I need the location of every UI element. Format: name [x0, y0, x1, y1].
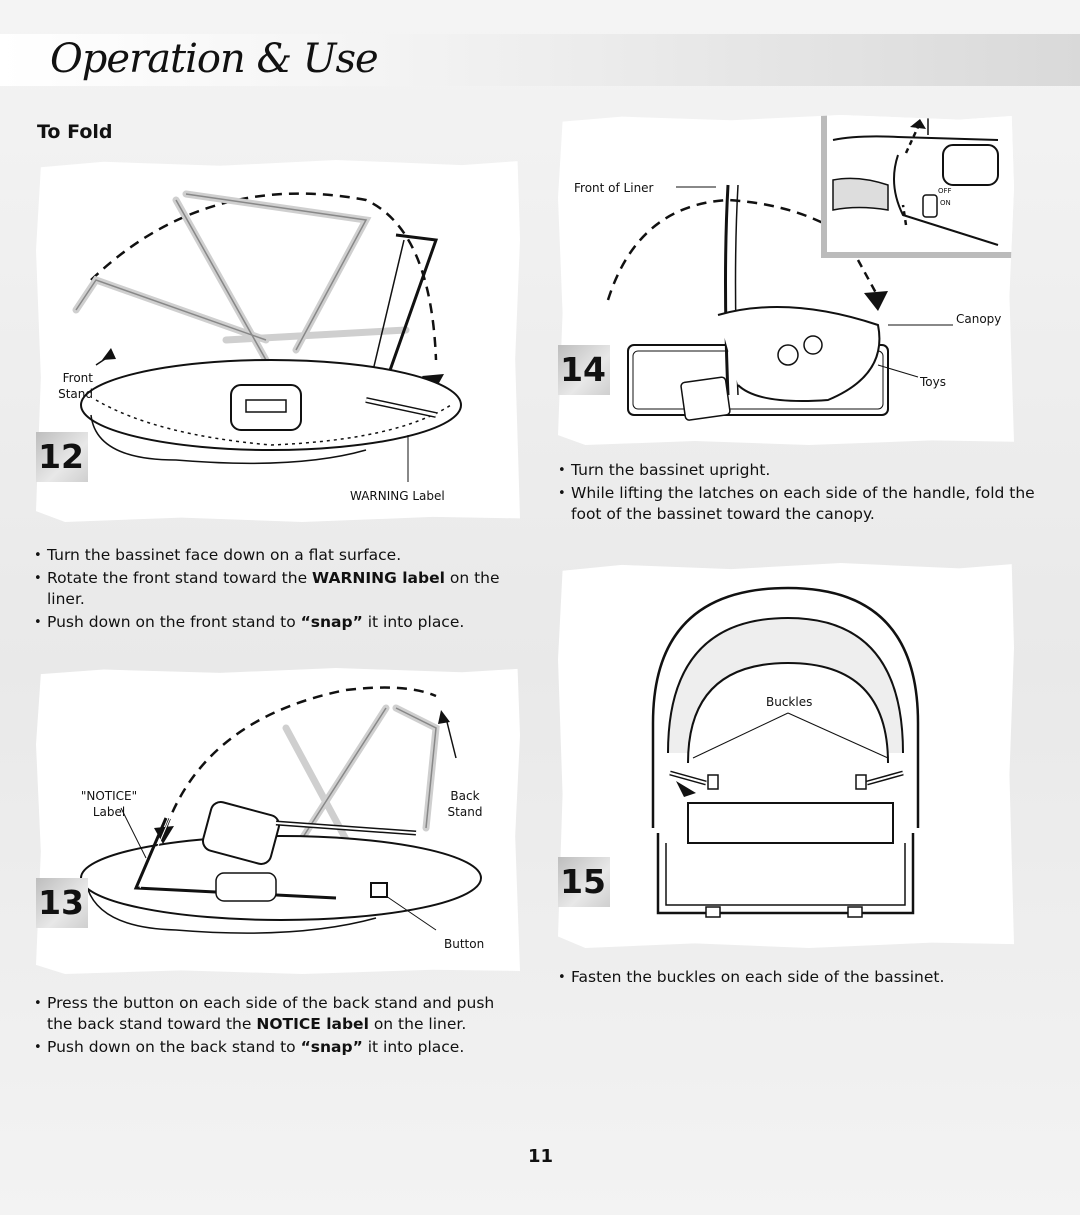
back-stand-label-line2: Stand	[447, 805, 483, 819]
instruction-item: Rotate the front stand toward the WARNIN…	[32, 568, 502, 610]
notice-label-line1: "NOTICE"	[80, 789, 138, 803]
instruction-item: Press the button on each side of the bac…	[32, 993, 512, 1035]
instruction-item: While lifting the latches on each side o…	[556, 483, 1046, 525]
instruction-text: Turn the bassinet upright.	[571, 461, 771, 479]
instruction-item: Push down on the back stand to “snap” it…	[32, 1037, 512, 1058]
on-switch-label: ON	[940, 199, 951, 207]
button-label-callout: Button	[444, 937, 485, 951]
page-title: Operation & Use	[50, 36, 379, 82]
instruction-item: Turn the bassinet upright.	[556, 460, 1046, 481]
instruction-item: Fasten the buckles on each side of the b…	[556, 967, 1046, 988]
step-15-instructions: Fasten the buckles on each side of the b…	[556, 967, 1046, 990]
instruction-emphasis: “snap”	[300, 613, 363, 631]
notice-label-line2: Label	[92, 805, 126, 819]
step-12-instructions: Turn the bassinet face down on a flat su…	[32, 545, 502, 635]
instruction-item: Push down on the front stand to “snap” i…	[32, 612, 502, 633]
instruction-item: Turn the bassinet face down on a flat su…	[32, 545, 502, 566]
step-number-14: 14	[558, 345, 610, 395]
front-stand-label: Front Stand	[55, 370, 93, 402]
step-13-illustration-panel: "NOTICE" Label Back Stand Button	[36, 668, 520, 974]
instruction-text: While lifting the latches on each side o…	[571, 484, 1035, 523]
instruction-text: Turn the bassinet face down on a flat su…	[47, 546, 402, 564]
instruction-text: on the liner.	[368, 1015, 467, 1033]
step-14-illustration-panel: Front of Liner Canopy Toys OFF ON	[558, 115, 1014, 445]
instruction-text: it into place.	[362, 613, 465, 631]
step-number-12: 12	[36, 432, 88, 482]
toys-label: Toys	[920, 375, 946, 389]
instruction-text: Push down on the back stand to	[47, 1038, 301, 1056]
notice-label-callout: "NOTICE" Label	[78, 788, 140, 820]
instruction-text: on the liner.	[47, 569, 500, 608]
section-title: To Fold	[37, 121, 113, 143]
canopy-label: Canopy	[956, 312, 1002, 326]
instruction-text: Press the button on each side of the bac…	[47, 994, 495, 1033]
step-12-illustration-panel: Front Stand WARNING Label	[36, 160, 520, 522]
step-number-13: 13	[36, 878, 88, 928]
instruction-text: Fasten the buckles on each side of the b…	[571, 968, 945, 986]
step-14-illustration	[606, 115, 1014, 421]
instruction-emphasis: WARNING label	[312, 569, 445, 587]
back-stand-label-line1: Back	[450, 789, 480, 803]
instruction-emphasis: “snap”	[300, 1038, 363, 1056]
page-number: 11	[528, 1146, 554, 1167]
back-stand-label: Back Stand	[444, 788, 486, 820]
step-13-instructions: Press the button on each side of the bac…	[32, 993, 512, 1060]
header-band	[0, 34, 1080, 86]
front-stand-label-line2: Stand	[58, 387, 93, 401]
step-14-instructions: Turn the bassinet upright. While lifting…	[556, 460, 1046, 527]
instruction-emphasis: NOTICE label	[256, 1015, 369, 1033]
step-number-15: 15	[558, 857, 610, 907]
front-of-liner-label: Front of Liner	[574, 181, 654, 195]
step-12-illustration	[72, 190, 462, 482]
step-13-illustration	[80, 686, 482, 934]
buckles-label: Buckles	[766, 695, 813, 709]
warning-label-callout: WARNING Label	[350, 489, 445, 503]
front-stand-label-line1: Front	[62, 371, 93, 385]
step-15-illustration-panel: Buckles	[558, 563, 1014, 948]
instruction-text: it into place.	[362, 1038, 465, 1056]
instruction-text: Push down on the front stand to	[47, 613, 301, 631]
step-15-illustration	[651, 586, 920, 918]
instruction-text: Rotate the front stand toward the	[47, 569, 313, 587]
off-switch-label: OFF	[938, 187, 952, 195]
